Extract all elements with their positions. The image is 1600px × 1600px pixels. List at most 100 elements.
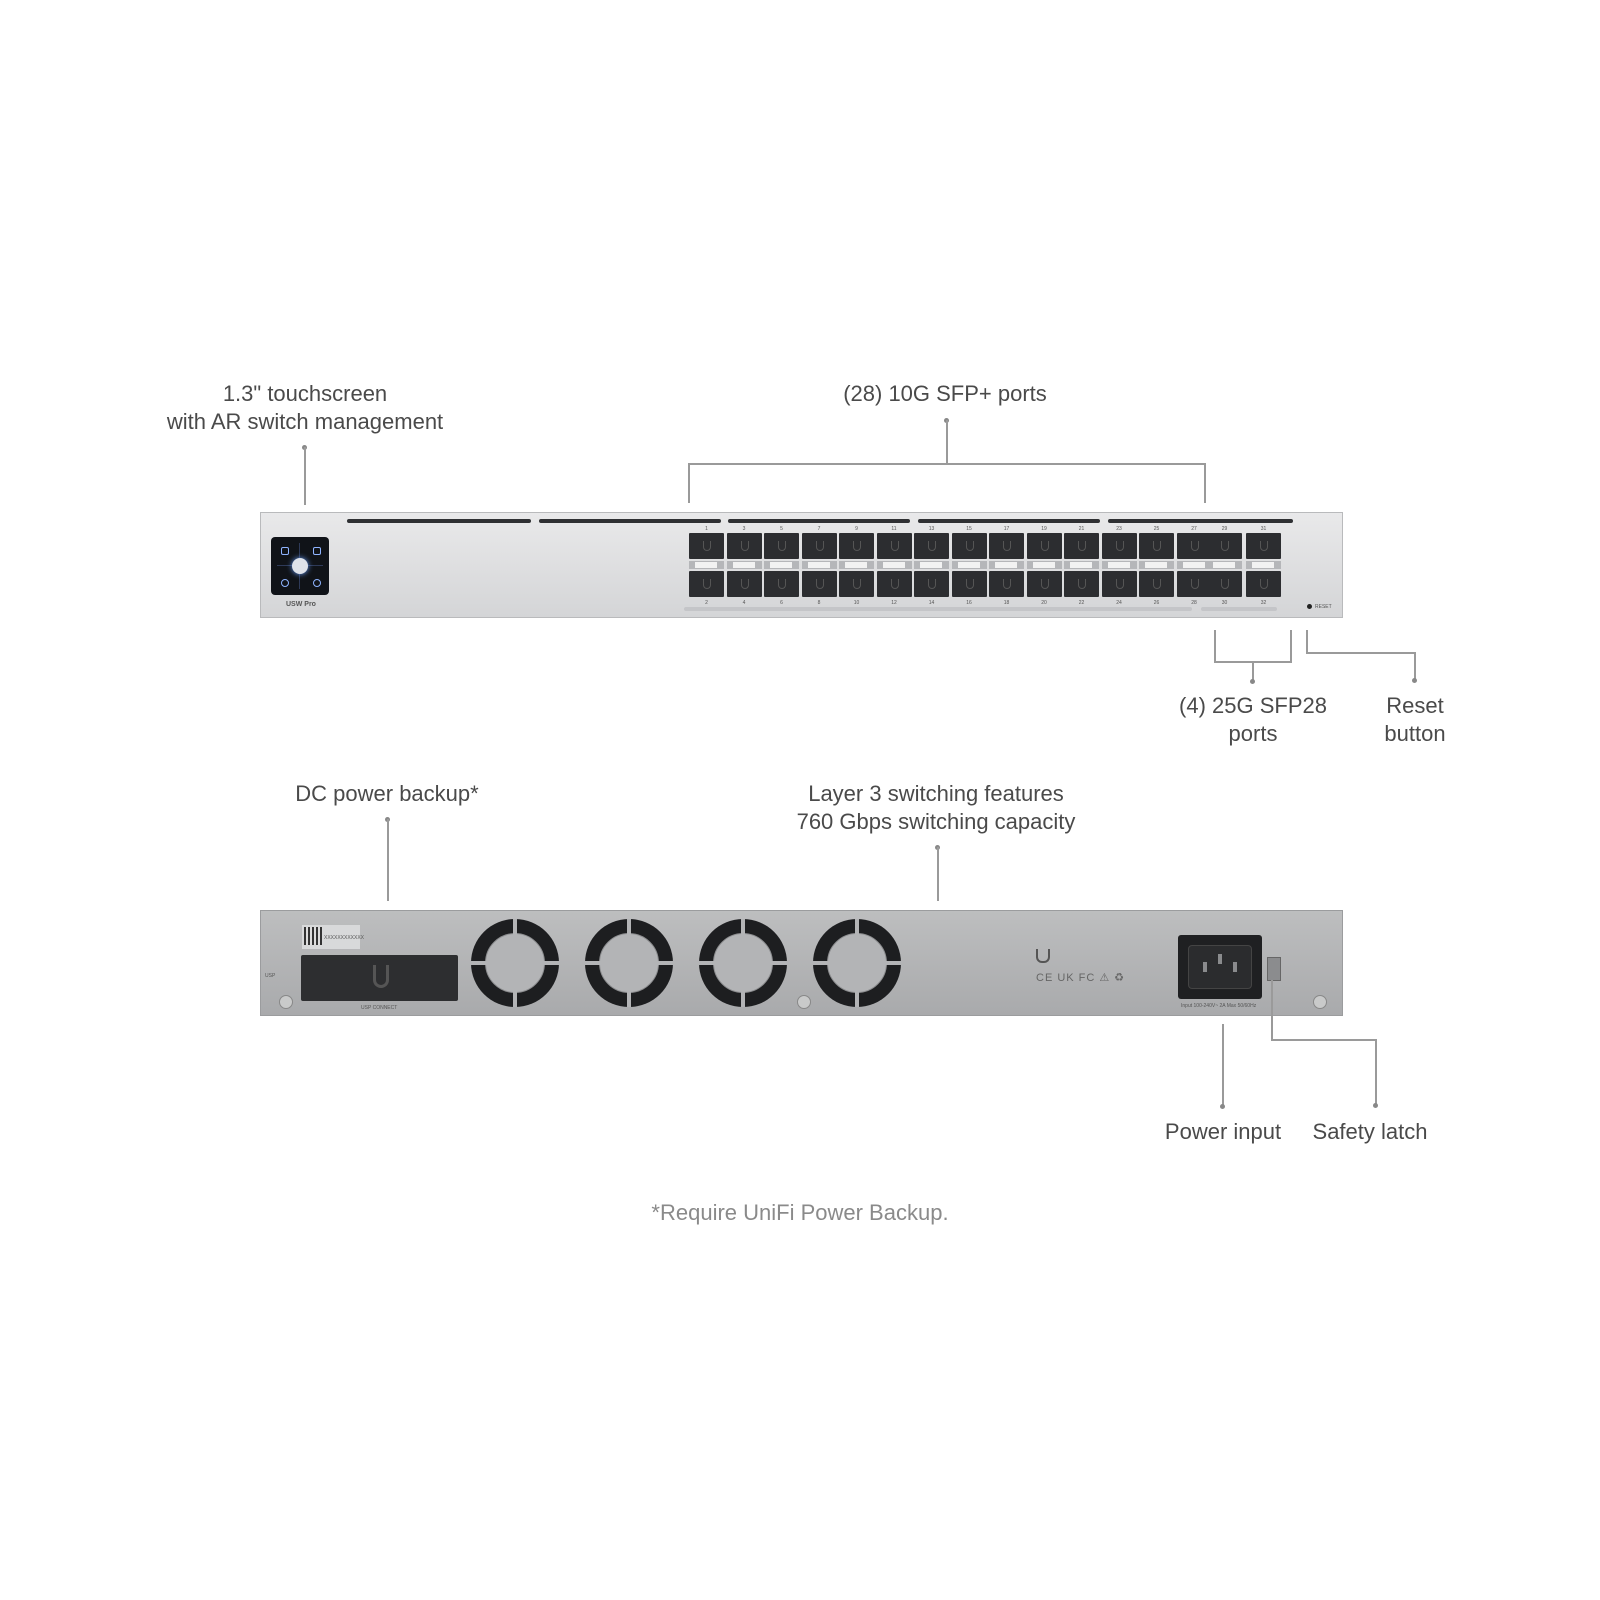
sfp-port[interactable] xyxy=(726,533,762,559)
sfp-port[interactable] xyxy=(951,533,987,559)
leader-line xyxy=(1271,980,1273,1040)
callout-touchscreen-line2: with AR switch management xyxy=(166,409,444,434)
sfp-port[interactable] xyxy=(1139,571,1174,597)
sfp-port[interactable] xyxy=(914,571,949,597)
port-pair xyxy=(989,533,1024,597)
callout-dc-backup-text: DC power backup* xyxy=(295,781,479,806)
leader-dot xyxy=(1373,1103,1378,1108)
fan-vent xyxy=(585,919,673,1007)
port-pair xyxy=(1176,533,1212,597)
port-number: 21 xyxy=(1078,526,1085,532)
leader-line xyxy=(1271,1039,1377,1041)
screen-settings-icon xyxy=(313,579,321,587)
port-pair xyxy=(876,533,912,597)
sfp-port[interactable] xyxy=(1176,571,1212,597)
sfp-port[interactable] xyxy=(1207,533,1242,559)
sfp-port[interactable] xyxy=(1026,533,1062,559)
screw-icon xyxy=(797,995,811,1009)
sfp-port[interactable] xyxy=(876,533,912,559)
port-latch xyxy=(1101,561,1137,569)
callout-sfp28-line2: ports xyxy=(1228,721,1278,746)
port-number: 16 xyxy=(966,600,972,606)
callout-layer3-line1: Layer 3 switching features xyxy=(808,781,1064,806)
vent-slot xyxy=(347,519,531,523)
callout-layer3: Layer 3 switching features 760 Gbps swit… xyxy=(760,780,1112,836)
sfp-port[interactable] xyxy=(1207,571,1242,597)
callout-touchscreen: 1.3" touchscreen with AR switch manageme… xyxy=(140,380,470,436)
screen-lock-icon xyxy=(313,547,321,555)
reset-button[interactable] xyxy=(1307,604,1312,609)
callout-reset-line2: button xyxy=(1384,721,1446,746)
bracket-line xyxy=(688,463,690,503)
usp-status-text: USP xyxy=(265,973,276,979)
leader-dot xyxy=(1250,679,1255,684)
leader-line xyxy=(946,420,948,464)
ubiquiti-logo-icon xyxy=(1036,949,1050,963)
leader-line xyxy=(387,819,389,901)
sfp-port[interactable] xyxy=(1139,533,1174,559)
sfp-port[interactable] xyxy=(1176,533,1212,559)
sfp-port[interactable] xyxy=(1064,571,1099,597)
sfp-port[interactable] xyxy=(801,533,837,559)
port-pair xyxy=(951,533,987,597)
callout-reset: Reset button xyxy=(1360,692,1470,748)
sfp-port[interactable] xyxy=(951,571,987,597)
sfp-port[interactable] xyxy=(1064,533,1099,559)
vent-slot xyxy=(1211,519,1293,523)
port-pair xyxy=(764,533,799,597)
sfp-port[interactable] xyxy=(1101,533,1137,559)
port-latch xyxy=(914,561,949,569)
port-number: 26 xyxy=(1153,600,1160,606)
callout-sfp28-line1: (4) 25G SFP28 xyxy=(1179,693,1327,718)
sticker-text: XXXXXXXXXXXX xyxy=(324,935,365,941)
port-latch xyxy=(689,561,724,569)
sfp-port[interactable] xyxy=(876,571,912,597)
callout-dc-backup: DC power backup* xyxy=(250,780,524,808)
sfp-port[interactable] xyxy=(689,571,724,597)
sfp-port[interactable] xyxy=(989,571,1024,597)
port-number: 15 xyxy=(966,526,972,532)
sfp-port[interactable] xyxy=(914,533,949,559)
port-latch xyxy=(1139,561,1174,569)
sfp-port[interactable] xyxy=(1026,571,1062,597)
callout-sfp28: (4) 25G SFP28 ports xyxy=(1150,692,1356,748)
sfp-port[interactable] xyxy=(764,571,799,597)
sfp-port[interactable] xyxy=(1246,571,1281,597)
touchscreen[interactable] xyxy=(271,537,329,595)
dc-power-backup-port[interactable] xyxy=(301,955,458,1001)
port-pair xyxy=(839,533,874,597)
leader-line xyxy=(1375,1039,1377,1105)
port-number: 6 xyxy=(780,600,783,606)
port-pair xyxy=(1101,533,1137,597)
port-pair xyxy=(1246,533,1281,597)
sfp-port[interactable] xyxy=(1101,571,1137,597)
sfp-port[interactable] xyxy=(726,571,762,597)
usp-connect-label: USP CONNECT xyxy=(361,1005,398,1011)
fan-vent xyxy=(813,919,901,1007)
sfp-port[interactable] xyxy=(801,571,837,597)
port-number: 32 xyxy=(1260,600,1267,606)
sfp-port[interactable] xyxy=(689,533,724,559)
callout-power-input-text: Power input xyxy=(1164,1119,1282,1144)
port-latch xyxy=(801,561,837,569)
safety-latch[interactable] xyxy=(1267,957,1281,981)
port-rail xyxy=(1201,607,1277,611)
leader-line xyxy=(1306,652,1416,654)
port-latch xyxy=(951,561,987,569)
sfp-port[interactable] xyxy=(1246,533,1281,559)
qr-code-icon xyxy=(304,927,322,945)
power-input-socket[interactable] xyxy=(1178,935,1262,999)
power-rating-label: Input 100-240V~ 2A Max 50/60Hz xyxy=(1181,1003,1257,1009)
port-latch xyxy=(764,561,799,569)
sfp-port[interactable] xyxy=(989,533,1024,559)
port-number: 8 xyxy=(817,600,821,606)
screw-icon xyxy=(279,995,293,1009)
vent-slot xyxy=(918,519,1100,523)
iec-c14-inlet xyxy=(1188,945,1252,989)
leader-dot xyxy=(1412,678,1417,683)
sfp-port[interactable] xyxy=(839,533,874,559)
sfp-port[interactable] xyxy=(764,533,799,559)
switch-rear-panel: USP XXXXXXXXXXXX USP CONNECT CE UK FC ⚠ … xyxy=(260,910,1343,1016)
sfp-port[interactable] xyxy=(839,571,874,597)
